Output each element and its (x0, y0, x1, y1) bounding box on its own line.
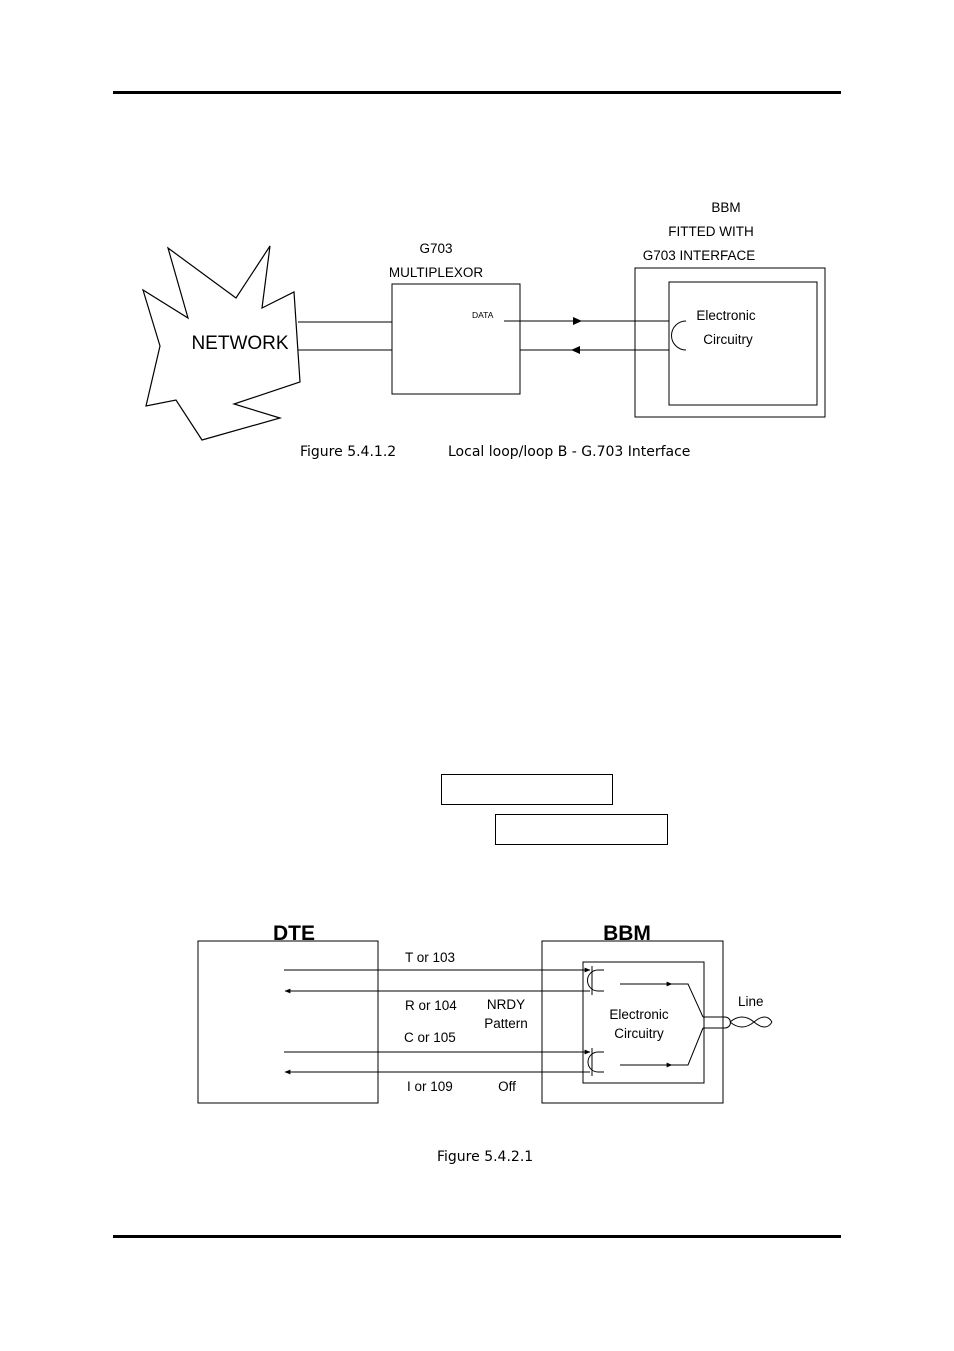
bbm2-inner-box (582, 961, 705, 1084)
bbm-inner-box (668, 281, 818, 406)
bottom-rule (113, 1235, 841, 1238)
loopback-curve (671, 320, 687, 351)
signal-r-label: R or 104 (405, 998, 457, 1013)
bbm2-title: BBM (603, 922, 651, 945)
circuit-label-line1: Electronic (696, 308, 756, 323)
bbm-outer-box (634, 267, 826, 418)
network-label: NETWORK (191, 333, 288, 354)
dte-title: DTE (273, 922, 315, 945)
upper-loop-curve (587, 969, 604, 992)
line-label: Line (738, 994, 764, 1009)
upper-converge-line (672, 983, 704, 1018)
circuit2-label-line2: Circuitry (614, 1026, 664, 1041)
network-cloud (141, 245, 301, 441)
data-out-arrowhead (573, 317, 582, 325)
nrdy-label-line2: Pattern (484, 1016, 528, 1031)
bbm-title-line3: G703 INTERFACE (643, 248, 756, 263)
lower-loop-curve (587, 1051, 604, 1073)
signal-t-label: T or 103 (405, 950, 455, 965)
figure2-caption: Figure 5.4.2.1 (437, 1149, 533, 1165)
figure-5-4-1-2: NETWORK G703 MULTIPLEXOR DATA BBM FITTED… (141, 200, 826, 460)
off-label: Off (498, 1079, 516, 1094)
mux-title-line1: G703 (419, 241, 452, 256)
bbm-title-line1: BBM (711, 200, 740, 215)
figure1-caption-number: Figure 5.4.1.2 (300, 444, 396, 460)
line-out-cap (724, 1016, 731, 1029)
top-rule (113, 91, 841, 94)
signal-i-label: I or 109 (407, 1079, 453, 1094)
figure-5-4-2-1: DTE BBM T or 103 R or 104 C or 105 I or … (197, 922, 773, 1165)
lower-converge-line (672, 1027, 704, 1066)
circuit2-label-line1: Electronic (609, 1007, 669, 1022)
data-return-arrowhead (571, 346, 580, 354)
figure1-caption-text: Local loop/loop B - G.703 Interface (448, 444, 690, 460)
circuit-label-line2: Circuitry (703, 332, 753, 347)
mux-title-line2: MULTIPLEXOR (389, 265, 484, 280)
nrdy-label-line1: NRDY (487, 997, 525, 1012)
signal-c-label: C or 105 (404, 1030, 456, 1045)
blank-field-1 (441, 774, 613, 805)
data-label: DATA (472, 310, 494, 320)
blank-field-2 (495, 814, 668, 845)
bbm-title-line2: FITTED WITH (668, 224, 753, 239)
twisted-pair (729, 1016, 773, 1028)
dte-box (197, 940, 379, 1104)
multiplexor-box (391, 283, 521, 395)
